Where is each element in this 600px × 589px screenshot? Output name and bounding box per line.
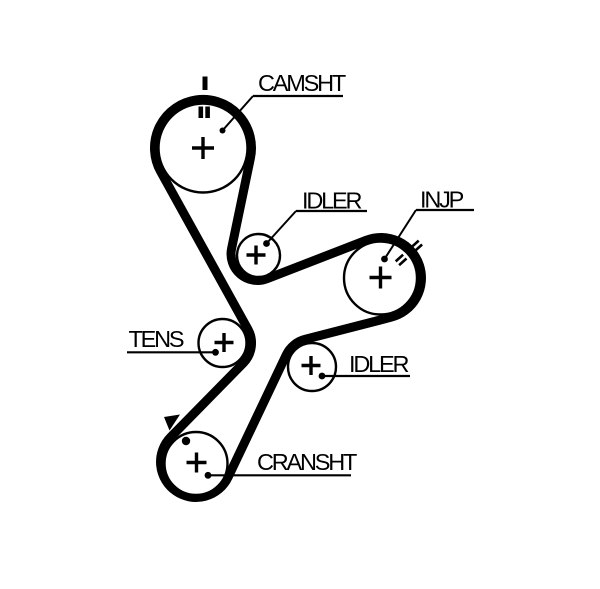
- tensioner-center-cross-icon: [214, 333, 234, 352]
- tensioner-label: TENS: [129, 326, 184, 352]
- camshaft-label: CAMSHT: [258, 70, 346, 96]
- crankshaft-leader-line: [204, 471, 351, 479]
- bottom-idler-center-cross-icon: [301, 356, 321, 375]
- rotation-direction-arrow-icon: [164, 414, 180, 431]
- crankshaft-center-cross-icon: [186, 452, 207, 473]
- camshaft-center-cross-icon: [192, 137, 214, 159]
- bottom-idler-leader-line: [318, 372, 410, 380]
- injection-pump-label: INJP: [420, 187, 464, 213]
- top-idler-leader-line: [263, 209, 367, 247]
- top-idler-label: IDLER: [302, 188, 361, 214]
- injection-pump-alignment-marks: [394, 239, 423, 267]
- crankshaft-timing-dot: [181, 436, 191, 446]
- camshaft-leader-line: [219, 94, 343, 134]
- injection-pump-center-cross-icon: [369, 266, 392, 289]
- crankshaft-label: CRANSHT: [257, 449, 357, 475]
- bottom-idler-label: IDLER: [349, 351, 408, 377]
- timing-belt: [150, 94, 426, 502]
- top-idler-center-cross-icon: [246, 245, 266, 265]
- camshaft-inner-timing-marks: [198, 106, 210, 118]
- tensioner-leader-line: [127, 348, 219, 356]
- injection-pump-leader-line: [381, 208, 474, 263]
